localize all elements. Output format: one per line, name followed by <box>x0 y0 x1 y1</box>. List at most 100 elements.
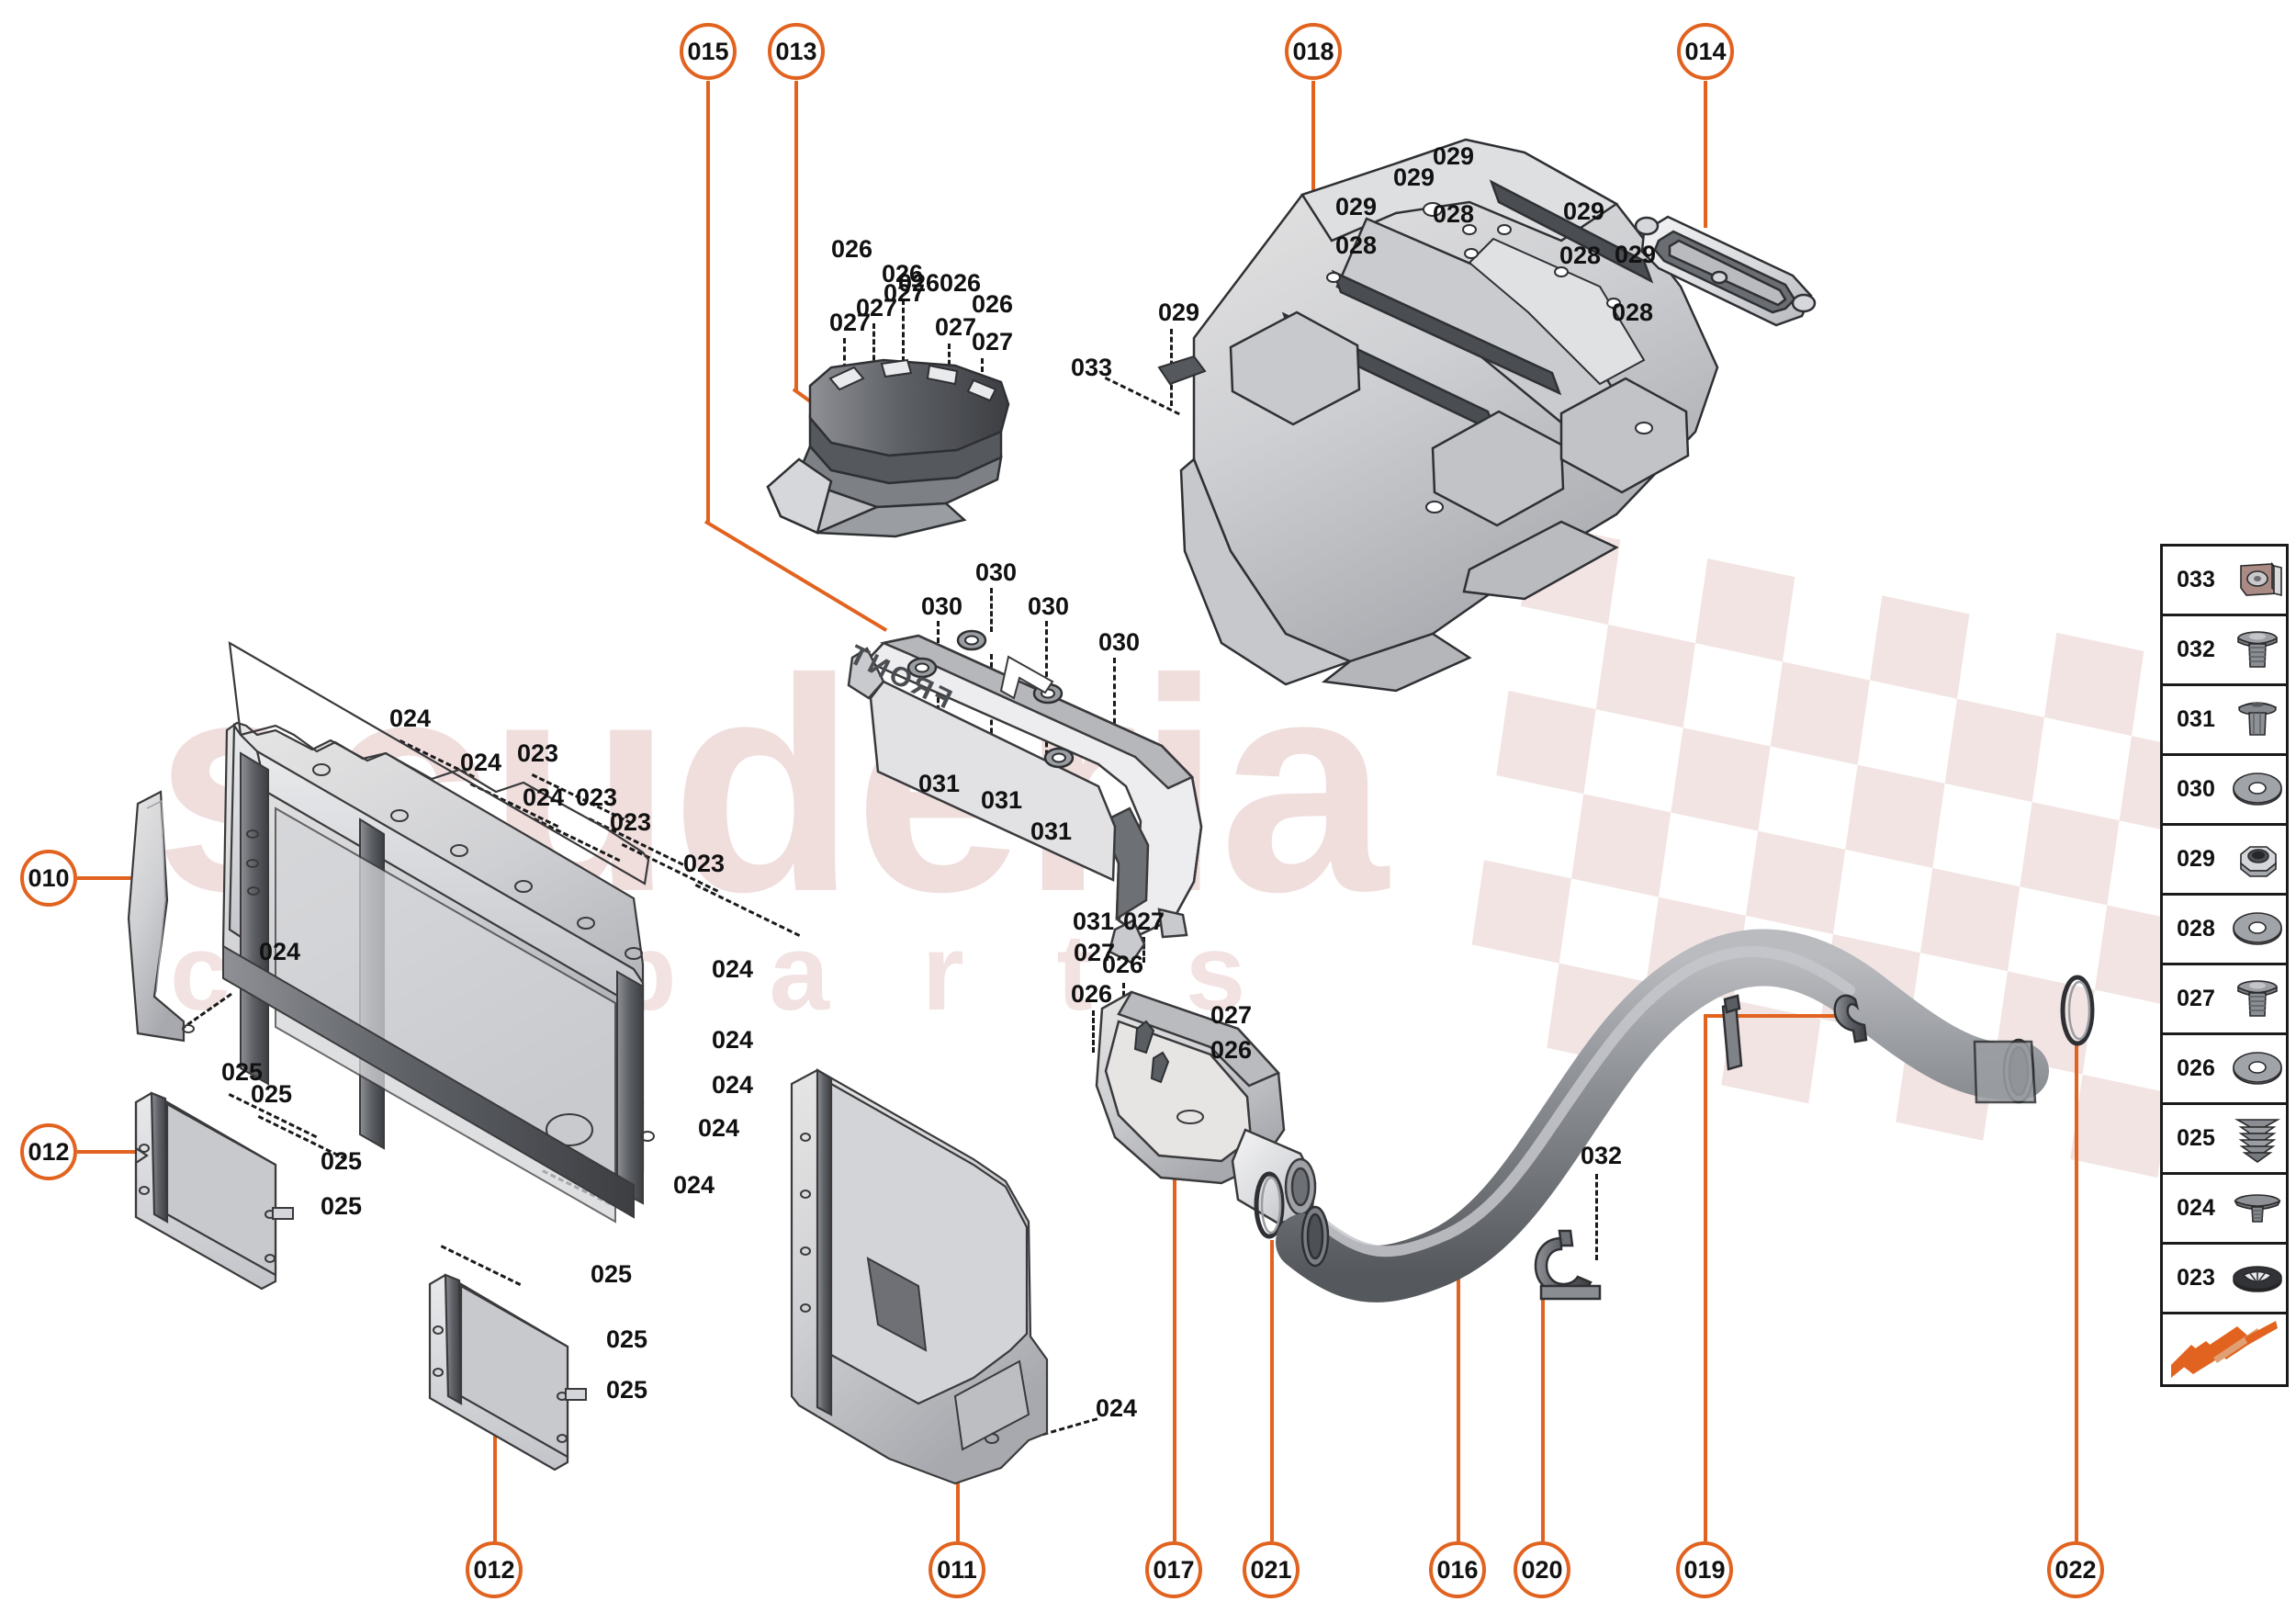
part-label-024: 024 <box>389 705 432 732</box>
callout-021[interactable]: 021 <box>1243 1541 1300 1598</box>
grommet-icon <box>2229 1263 2286 1294</box>
legend-number: 031 <box>2177 706 2215 732</box>
part-label-024: 024 <box>523 784 565 811</box>
callout-019[interactable]: 019 <box>1676 1541 1733 1598</box>
legend-row-025[interactable]: 025 <box>2163 1105 2286 1175</box>
legend-number: 027 <box>2177 986 2215 1011</box>
leader-021 <box>1270 1240 1274 1541</box>
legend-row-032[interactable]: 032 <box>2163 616 2286 686</box>
legend-table: 033 032 031 030 029 <box>2160 544 2289 1387</box>
part-label-024: 024 <box>698 1114 740 1142</box>
part-label-026: 026 <box>972 290 1014 318</box>
part-label-027: 027 <box>884 279 926 307</box>
legend-row-027[interactable]: 027 <box>2163 965 2286 1035</box>
leader-012-lower <box>493 1433 497 1541</box>
part-label-031: 031 <box>1073 908 1115 935</box>
legend-row-024[interactable]: 024 <box>2163 1175 2286 1245</box>
part-label-026: 026 <box>1071 980 1113 1008</box>
part-label-025: 025 <box>606 1325 648 1353</box>
part-label-024: 024 <box>712 1026 754 1054</box>
part-label-030: 030 <box>1028 592 1070 620</box>
part-label-029: 029 <box>1615 241 1657 268</box>
part-label-024: 024 <box>1096 1394 1138 1422</box>
part-label-026: 026 <box>940 269 982 297</box>
legend-row-arrow[interactable] <box>2163 1314 2286 1384</box>
legend-number: 033 <box>2177 567 2215 592</box>
part-label-025: 025 <box>221 1058 264 1086</box>
expansion-plug-icon <box>2229 1112 2286 1166</box>
part-label-027: 027 <box>829 309 872 336</box>
part-label-027: 027 <box>1210 1001 1253 1029</box>
callout-012[interactable]: 012 <box>20 1123 77 1180</box>
part-label-030: 030 <box>1098 628 1141 656</box>
part-label-028: 028 <box>1433 200 1475 228</box>
legend-number: 025 <box>2177 1125 2215 1151</box>
leader-010 <box>77 876 156 880</box>
callout-014[interactable]: 014 <box>1677 23 1734 80</box>
leader-020 <box>1541 1295 1545 1541</box>
callout-012-lower[interactable]: 012 <box>466 1541 523 1598</box>
part-label-025: 025 <box>321 1147 363 1175</box>
legend-number: 028 <box>2177 916 2215 942</box>
part-label-029: 029 <box>1393 164 1435 191</box>
leader-016 <box>1457 1269 1460 1541</box>
part-label-030: 030 <box>975 558 1018 586</box>
washer-icon <box>2229 772 2286 808</box>
part-label-028: 028 <box>1612 299 1654 326</box>
part-label-027: 027 <box>856 294 898 321</box>
leader-011 <box>956 1470 960 1541</box>
callout-016[interactable]: 016 <box>1429 1541 1486 1598</box>
washer-icon <box>2229 911 2286 948</box>
part-label-023: 023 <box>683 850 726 877</box>
callout-015[interactable]: 015 <box>680 23 737 80</box>
legend-number: 029 <box>2177 846 2215 872</box>
legend-number: 030 <box>2177 776 2215 802</box>
callout-010[interactable]: 010 <box>20 850 77 907</box>
legend-row-031[interactable]: 031 <box>2163 686 2286 756</box>
part-label-024: 024 <box>460 749 502 776</box>
part-label-031: 031 <box>1030 818 1073 845</box>
part-label-026: 026 <box>1102 951 1144 978</box>
part-label-024: 024 <box>673 1171 715 1199</box>
part-label-024: 024 <box>259 938 301 965</box>
flanged-bolt-icon <box>2229 976 2286 1023</box>
legend-number: 032 <box>2177 637 2215 662</box>
part-label-026: 026 <box>831 235 873 263</box>
leader-019 <box>1704 1014 1707 1541</box>
legend-row-030[interactable]: 030 <box>2163 756 2286 826</box>
legend-row-033[interactable]: 033 <box>2163 547 2286 616</box>
part-label-023: 023 <box>517 739 559 767</box>
legend-row-026[interactable]: 026 <box>2163 1035 2286 1105</box>
part-label-031: 031 <box>918 770 961 797</box>
washer-icon <box>2229 1051 2286 1088</box>
orange-arrow-icon <box>2163 1321 2286 1378</box>
legend-number: 023 <box>2177 1265 2215 1291</box>
part-label-025: 025 <box>321 1192 363 1220</box>
part-label-026: 026 <box>882 260 924 288</box>
callout-011[interactable]: 011 <box>929 1541 985 1598</box>
part-label-031: 031 <box>981 786 1023 814</box>
part-label-029: 029 <box>1335 193 1378 220</box>
legend-row-023[interactable]: 023 <box>2163 1245 2286 1314</box>
legend-row-029[interactable]: 029 <box>2163 826 2286 896</box>
callout-020[interactable]: 020 <box>1514 1541 1570 1598</box>
leader-014 <box>1704 81 1707 228</box>
rivet-icon <box>2229 696 2286 744</box>
part-label-023: 023 <box>610 808 652 836</box>
part-label-027: 027 <box>935 313 977 341</box>
part-label-024: 024 <box>712 955 754 983</box>
clip-bracket-icon <box>2229 558 2286 603</box>
leader-018 <box>1311 81 1315 217</box>
callout-018[interactable]: 018 <box>1285 23 1342 80</box>
callout-013[interactable]: 013 <box>768 23 825 80</box>
screw-icon <box>2229 1190 2286 1227</box>
callout-022[interactable]: 022 <box>2047 1541 2104 1598</box>
callout-017[interactable]: 017 <box>1145 1541 1202 1598</box>
part-label-032: 032 <box>1581 1142 1623 1169</box>
leader-017 <box>1173 1058 1176 1541</box>
legend-number: 024 <box>2177 1195 2215 1221</box>
legend-row-028[interactable]: 028 <box>2163 896 2286 965</box>
hex-nut-icon <box>2229 840 2286 880</box>
part-label-027: 027 <box>972 328 1014 355</box>
part-label-023: 023 <box>576 784 618 811</box>
